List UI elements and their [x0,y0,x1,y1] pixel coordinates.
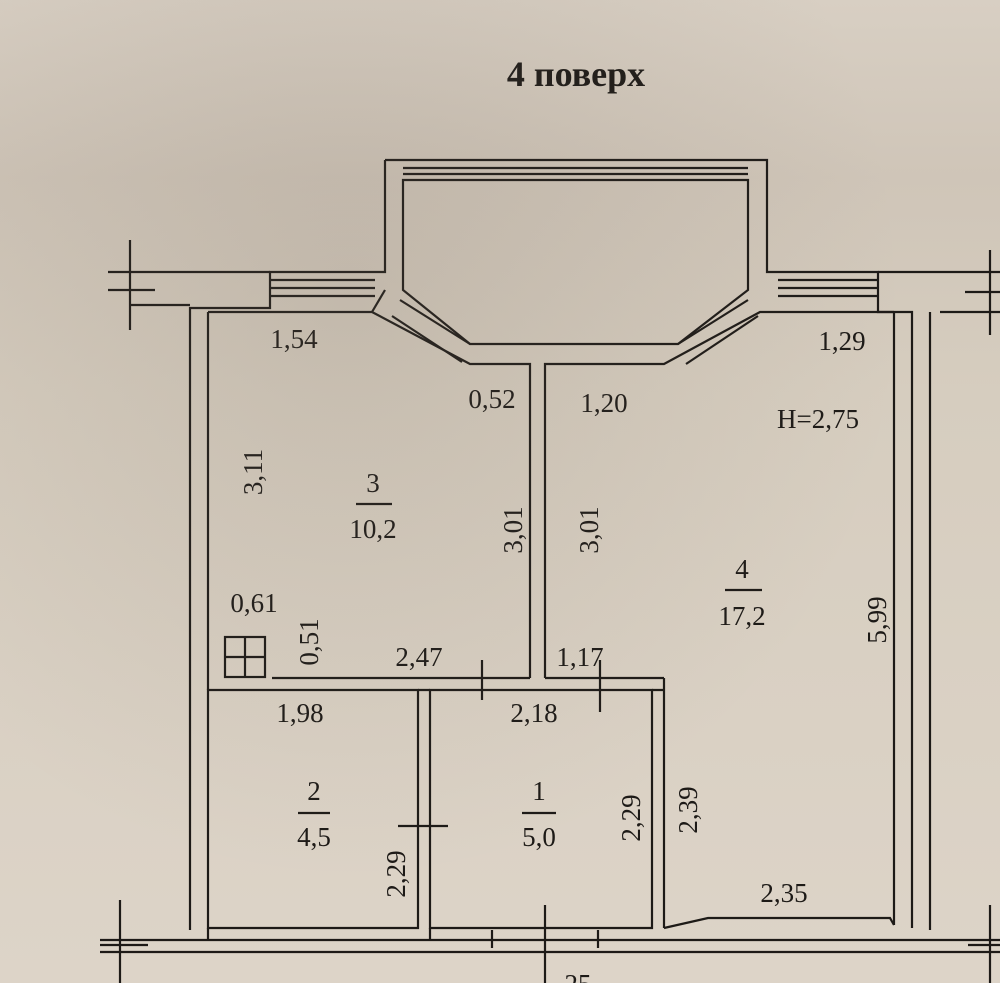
dim-1-98: 1,98 [276,698,323,728]
room1-outline [428,688,654,930]
dim-3-01-a: 3,01 [498,506,528,553]
dim-bottom-partial: 25 [565,969,592,983]
dim-1-54: 1,54 [270,324,318,354]
vertical-dimension-labels: 3,11 3,01 3,01 5,99 0,51 2,29 2,29 2,39 [238,449,892,898]
balcony-inner [401,178,750,346]
dim-1-29: 1,29 [818,326,865,356]
area-fraction-bars [298,502,762,815]
bottom-wall [100,938,1000,954]
dim-2-35: 2,35 [760,878,807,908]
dim-1-20: 1,20 [580,388,627,418]
dim-2-47: 2,47 [395,642,442,672]
bay-right-door [677,299,759,365]
dim-3-01-b: 3,01 [574,506,604,553]
dim-0-51: 0,51 [294,618,324,665]
dim-2-18: 2,18 [510,698,557,728]
room-3-number: 3 [366,468,380,498]
bottom-joints [206,928,432,940]
tick-right-bottom [968,905,1000,983]
room-4-number: 4 [735,554,749,584]
dim-2-39: 2,39 [673,786,703,833]
dim-1-17: 1,17 [556,642,603,672]
entry-door [490,930,600,948]
window-right [778,278,878,298]
room4-bottom-wall [663,916,895,930]
room3-top-wall [208,310,532,376]
dim-5-99: 5,99 [862,596,892,643]
bay-left-joint [371,289,386,313]
dimension-labels: 1,54 1,29 0,52 1,20 0,61 2,47 1,17 1,98 … [230,324,865,983]
room-4-area: 17,2 [718,601,765,631]
tick-left-top [108,240,155,330]
tick-corridor [480,660,602,712]
tick-left-bottom [100,900,148,983]
dim-3-11: 3,11 [238,449,268,495]
outer-wall-left [188,160,387,930]
room-3-area: 10,2 [349,514,396,544]
room-2-area: 4,5 [297,822,331,852]
room-1-number: 1 [532,776,546,806]
window-left [270,278,375,298]
bay-left-door [391,299,471,363]
dim-0-52: 0,52 [468,384,515,414]
ceiling-height: H=2,75 [777,404,859,434]
adjacent-wall-left [108,270,270,307]
vent-shaft-cross [225,637,265,677]
room-1-area: 5,0 [522,822,556,852]
tick-right-top [965,250,1000,335]
walls [100,158,1000,983]
dim-2-29-b: 2,29 [616,794,646,841]
room4-top-wall [543,310,894,376]
room2-outline [206,688,420,930]
dim-2-29-a: 2,29 [381,850,411,897]
room-2-number: 2 [307,776,321,806]
outer-wall-right [385,158,914,928]
page-title: 4 поверх [507,54,645,94]
dim-0-61: 0,61 [230,588,277,618]
